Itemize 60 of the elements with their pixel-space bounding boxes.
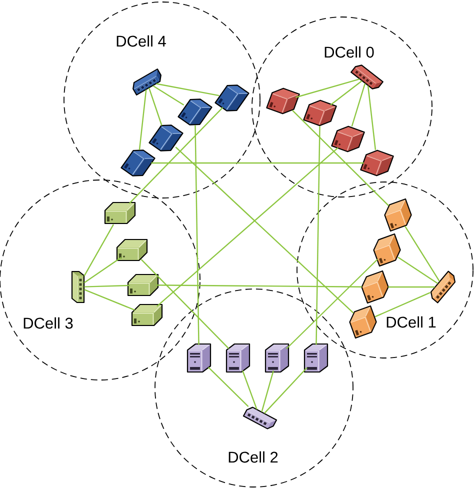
link-line [148, 88, 162, 126]
link-line [138, 90, 147, 150]
link-line [242, 370, 258, 410]
link-line [261, 370, 274, 412]
server [127, 274, 159, 296]
link-line [398, 256, 438, 284]
link-line [175, 146, 354, 314]
server [331, 126, 365, 152]
server [361, 270, 389, 304]
link-line [140, 259, 230, 349]
link-line [208, 366, 249, 407]
server [303, 100, 337, 126]
link-line [194, 125, 200, 345]
link-line [292, 110, 390, 206]
network-switch [430, 270, 456, 304]
link-line [316, 126, 320, 345]
server [186, 343, 212, 373]
link-line [128, 107, 224, 204]
link-line [152, 85, 184, 106]
link-line [84, 256, 122, 284]
server [373, 233, 401, 267]
server [360, 150, 394, 176]
network-switch [242, 406, 278, 430]
cell-boundary: DCell 4 [64, 2, 260, 198]
link-line [286, 258, 378, 350]
link-line [264, 367, 308, 414]
server [226, 343, 250, 373]
link-line [351, 83, 366, 127]
link-line [388, 286, 435, 288]
link-line [84, 224, 114, 276]
link-line [156, 83, 220, 96]
server [120, 150, 156, 176]
server [131, 304, 163, 326]
server [214, 84, 250, 112]
server [104, 202, 136, 224]
link-line [156, 284, 362, 288]
network-switch [350, 64, 384, 90]
link-line [374, 292, 430, 318]
server [304, 343, 328, 373]
cell-boundary: DCell 2 [154, 288, 354, 488]
cell-boundary: DCell 3 [0, 180, 200, 380]
cell-boundary: DCell 0 [252, 16, 432, 198]
server [384, 198, 412, 232]
network-switch [71, 270, 85, 304]
link-line [296, 78, 360, 98]
server [349, 305, 377, 339]
network-switch [132, 68, 162, 96]
link-line [151, 162, 364, 164]
link-line [84, 284, 130, 288]
server [266, 88, 300, 114]
cell-boundary: DCell 1 [296, 182, 474, 358]
link-line [404, 226, 440, 282]
server [116, 238, 148, 262]
server [264, 343, 290, 373]
server [148, 124, 184, 152]
link-line [330, 80, 362, 106]
link-line [84, 288, 135, 311]
link-line [156, 147, 338, 307]
server [178, 98, 212, 126]
link-line [367, 86, 376, 150]
